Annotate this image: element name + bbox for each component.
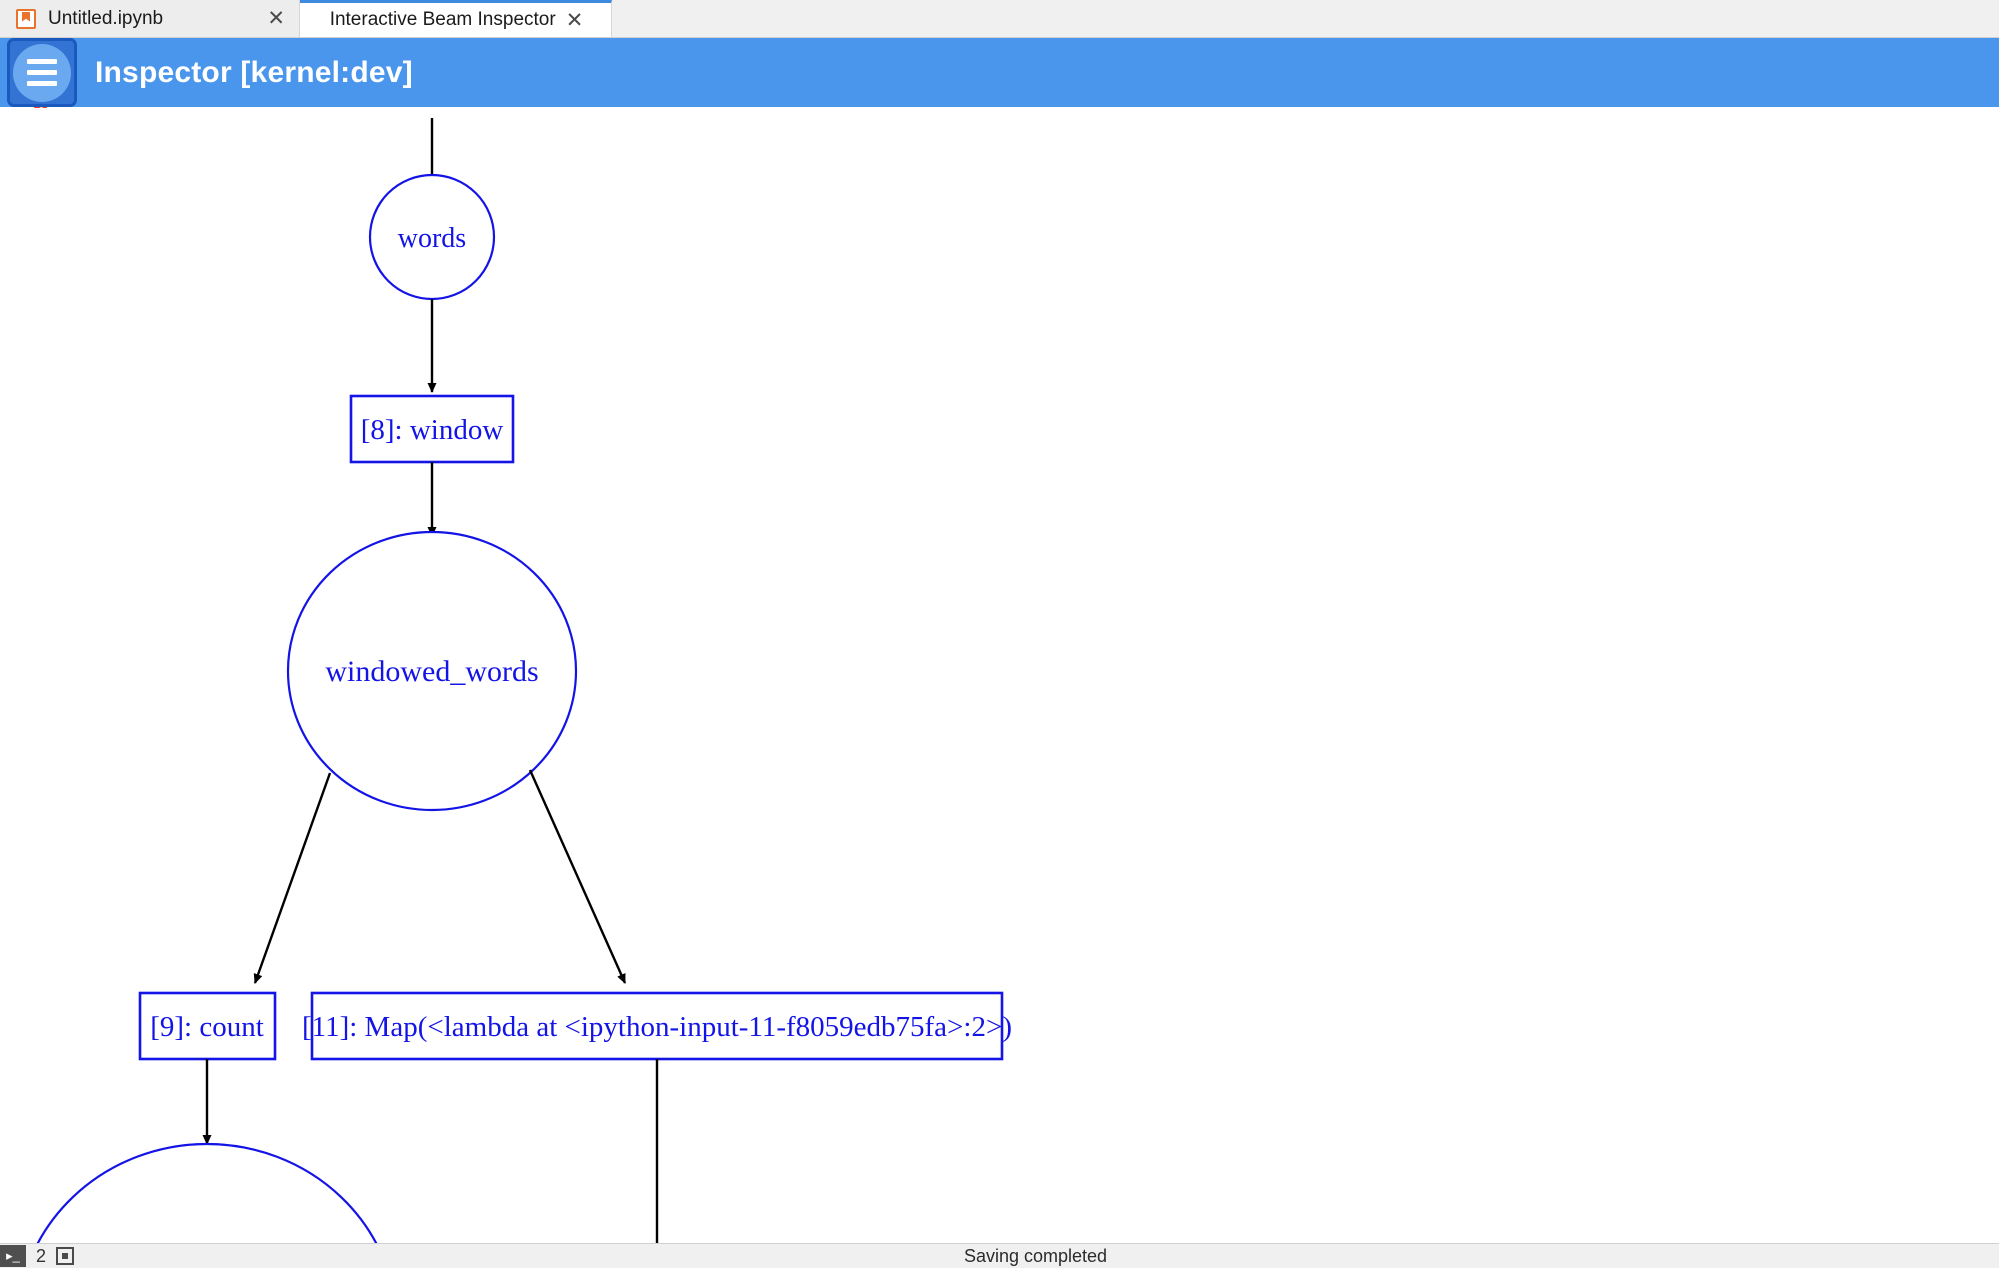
- kernel-count: 2: [36, 1245, 47, 1266]
- tab-label: Untitled.ipynb: [48, 7, 164, 29]
- status-bar-center: Saving completed: [0, 1246, 1999, 1267]
- status-message: Saving completed: [963, 1245, 1108, 1266]
- graph-node-label: [8]: window: [361, 414, 504, 446]
- graph-node-label: [9]: count: [150, 1011, 264, 1043]
- graph-edge-windowedwords-count: [253, 772, 332, 984]
- graph-node-windowed-word-counts[interactable]: windowed_word_counts: [17, 1142, 397, 1244]
- tab-bar: Untitled.ipynb ✕ Interactive Beam Inspec…: [0, 0, 1999, 38]
- graph-node-label: [11]: Map(<lambda at <ipython-input-11-f…: [302, 1011, 1012, 1043]
- graph-edge-windowedwords-map: [528, 769, 627, 984]
- graph-node-map[interactable]: [11]: Map(<lambda at <ipython-input-11-f…: [302, 991, 1012, 1061]
- tab-label: Interactive Beam Inspector: [329, 9, 556, 30]
- close-icon[interactable]: ✕: [565, 8, 584, 32]
- hamburger-menu-button[interactable]: [7, 38, 77, 107]
- tab-untitled-ipynb[interactable]: Untitled.ipynb ✕: [0, 0, 300, 37]
- status-bar: ▸_ 2 Saving completed: [0, 1243, 1999, 1268]
- graph-node-label: windowed_words: [325, 655, 538, 688]
- status-bar-left: ▸_ 2: [0, 1245, 75, 1267]
- tab-bar-filler: [612, 0, 1999, 37]
- kernel-terminal-icon[interactable]: ▸_: [0, 1245, 26, 1267]
- hamburger-menu-icon: [13, 43, 71, 102]
- menu-bar-1: [27, 59, 57, 64]
- graph-node-label: words: [398, 223, 466, 254]
- graph-node-window[interactable]: [8]: window: [349, 394, 515, 464]
- menu-bar-3: [27, 81, 57, 86]
- inspector-header-bar: [0, 38, 1999, 107]
- notebook-icon: [16, 8, 36, 29]
- pipeline-graph-canvas[interactable]: words [8]: window windowed_words: [0, 108, 1999, 1244]
- graph-node-count[interactable]: [9]: count: [138, 991, 277, 1061]
- menu-bar-2: [27, 70, 57, 75]
- tab-interactive-beam-inspector[interactable]: Interactive Beam Inspector ✕: [300, 0, 612, 37]
- graph-node-windowed-words[interactable]: windowed_words: [286, 530, 578, 812]
- chip-icon[interactable]: [56, 1247, 75, 1265]
- graph-node-words[interactable]: words: [368, 173, 496, 301]
- page-title: Inspector [kernel:dev]: [95, 56, 413, 89]
- close-icon[interactable]: ✕: [267, 7, 285, 30]
- pipeline-graph: words [8]: window windowed_words: [17, 118, 1012, 1244]
